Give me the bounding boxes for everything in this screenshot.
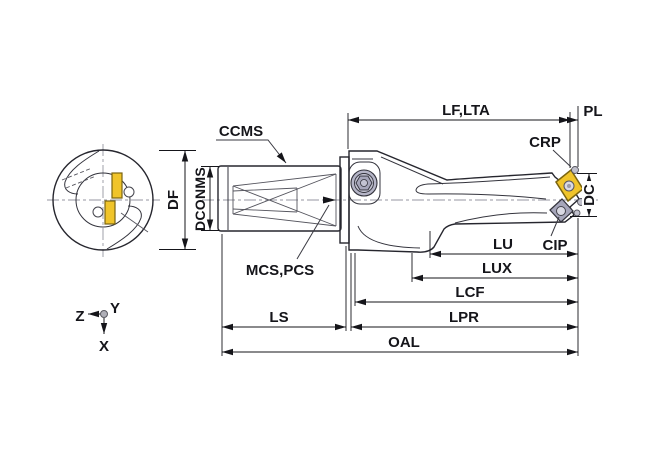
label-cip: CIP	[542, 237, 567, 254]
dim-dc: DC	[581, 173, 598, 217]
dim-ls: LS	[222, 309, 346, 331]
dim-lcf: LCF	[355, 284, 578, 306]
dim-df: DF	[165, 150, 189, 250]
side-view	[217, 150, 585, 253]
flute-gullet-upper	[64, 150, 100, 195]
label-lf-lta: LF,LTA	[442, 102, 490, 119]
axis-triad: Z Y X	[75, 300, 120, 355]
cone-inner-edge	[380, 156, 444, 185]
dim-lf-lta: LF,LTA	[348, 102, 570, 124]
extension-lines	[159, 106, 597, 356]
label-axis-x: X	[99, 338, 109, 355]
label-crp: CRP	[529, 134, 561, 151]
end-view	[52, 149, 154, 251]
label-axis-y: Y	[110, 300, 120, 317]
label-axis-z: Z	[75, 308, 84, 325]
label-lcf: LCF	[455, 284, 484, 301]
axis-origin-dot	[100, 310, 108, 318]
corner-radius-dot	[573, 209, 581, 217]
callout-ccms: CCMS	[216, 123, 287, 164]
dim-oal: OAL	[222, 334, 578, 356]
callout-cip: CIP	[542, 216, 568, 254]
label-dc: DC	[581, 184, 598, 206]
bore-apex-arrow	[323, 196, 336, 204]
lower-flute-groove	[454, 212, 548, 224]
label-mcs-pcs: MCS,PCS	[246, 262, 314, 279]
label-lu: LU	[493, 236, 513, 253]
dim-pl: PL	[567, 103, 603, 124]
drill-body	[348, 150, 580, 253]
screw-boss	[348, 161, 381, 205]
callout-mcs-pcs: MCS,PCS	[246, 204, 330, 279]
label-df: DF	[165, 190, 182, 210]
hidden-flute-line	[65, 175, 97, 189]
flute-gullet-lower	[106, 205, 142, 250]
end-view-inner-insert	[104, 200, 116, 225]
flute-edge-line	[120, 212, 149, 233]
end-view-outer-insert	[111, 172, 123, 199]
label-lpr: LPR	[449, 309, 479, 326]
upper-flute-groove	[415, 176, 551, 200]
label-ls: LS	[269, 309, 288, 326]
inner-insert-screw	[556, 206, 566, 216]
dimensions: DF DCONMS LF,LTA PL DC LU LUX LC	[165, 102, 603, 356]
tip-inserts	[549, 166, 585, 223]
end-view-core	[75, 172, 131, 228]
label-pl: PL	[583, 103, 602, 120]
dc-label-bg	[582, 181, 596, 209]
hidden-flute-line	[61, 167, 93, 181]
outer-insert-screw-center	[567, 184, 571, 188]
screw-center	[360, 179, 368, 187]
coolant-hole	[123, 186, 135, 198]
label-lux: LUX	[482, 260, 512, 277]
coolant-hole	[92, 206, 104, 218]
callouts: CCMS MCS,PCS CRP CIP	[216, 123, 572, 279]
label-oal: OAL	[388, 334, 420, 351]
label-dconms: DCONMS	[192, 167, 208, 231]
dim-lu: LU	[430, 236, 578, 258]
shank	[217, 165, 342, 232]
end-view-body	[52, 149, 154, 251]
dim-dconms: DCONMS	[192, 166, 214, 231]
callout-crp: CRP	[529, 134, 572, 168]
cone-wing-inner-curve	[357, 225, 421, 249]
shank-internal-bore	[232, 173, 337, 227]
dim-lpr: LPR	[351, 309, 578, 331]
label-ccms: CCMS	[219, 123, 263, 140]
clamp-screw	[348, 161, 381, 205]
corner-radius-dot	[571, 166, 579, 174]
dim-lux: LUX	[412, 260, 578, 282]
